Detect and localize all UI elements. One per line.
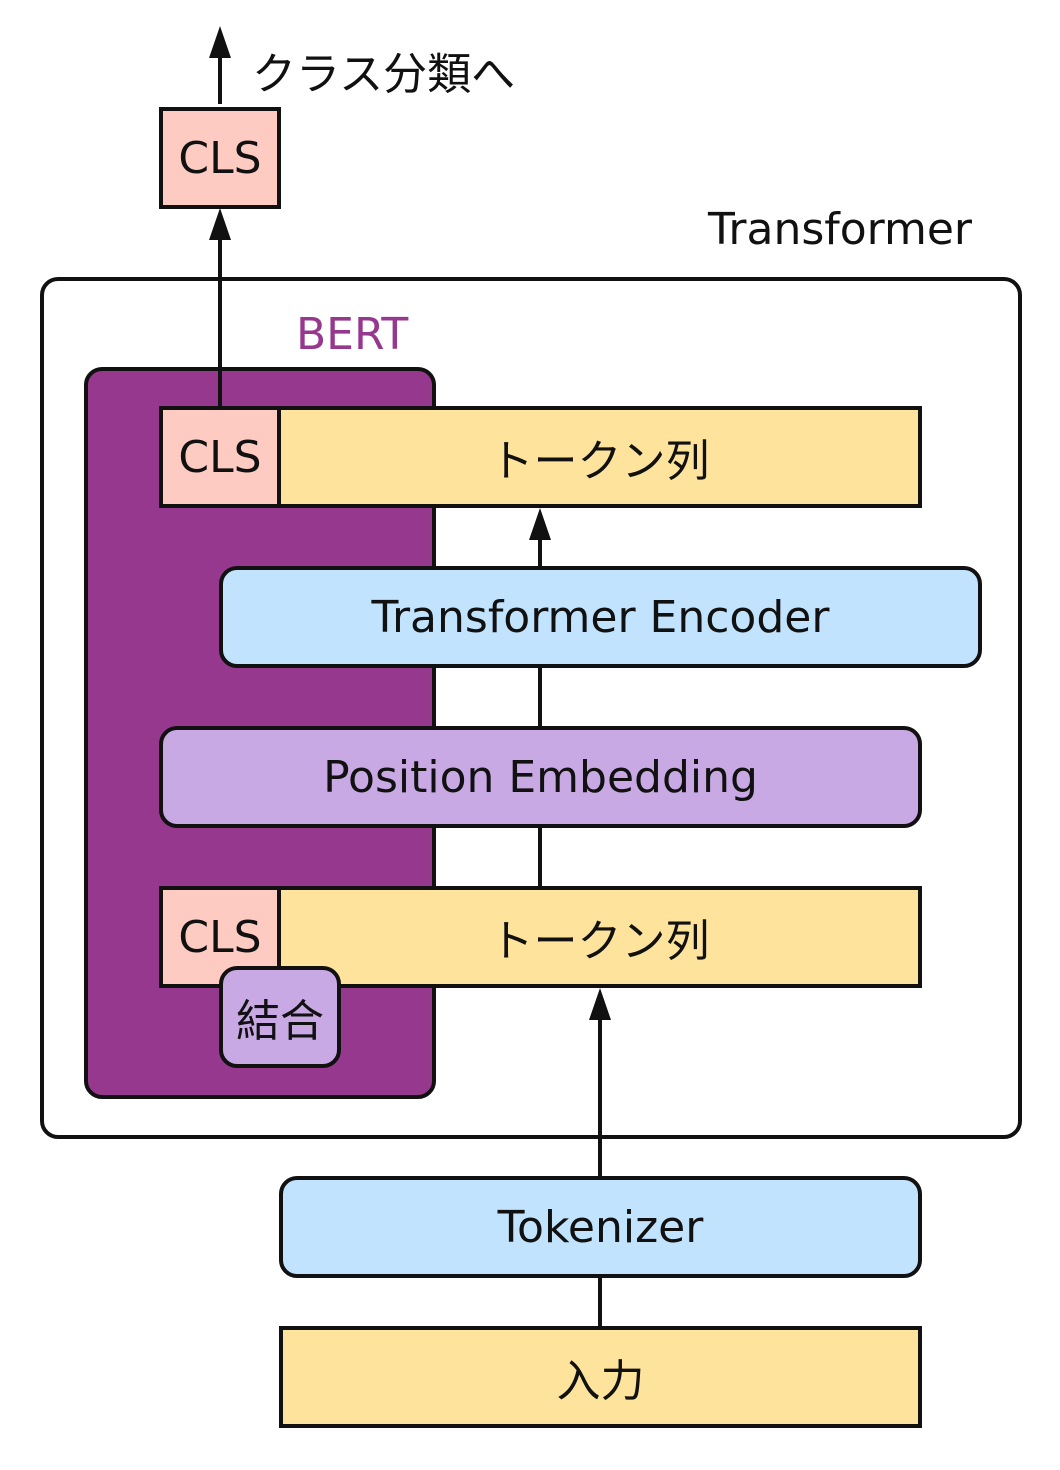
concat-badge: 結合 [219,966,341,1068]
input-token-sequence: トークン列 [277,886,922,988]
transformer-label: Transformer [708,204,973,255]
transformer-encoder-block: Transformer Encoder [219,566,982,668]
bert-label: BERT [296,309,409,360]
output-label: クラス分類へ [252,49,516,100]
arrowhead-encoder [529,508,551,540]
output-token-sequence: トークン列 [277,406,922,508]
arrowhead-class [209,26,231,58]
input-block: 入力 [279,1326,922,1428]
arrowhead-tokenizer [589,988,611,1020]
top-cls-box: CLS [159,107,281,209]
output-cls-cell: CLS [159,406,281,508]
tokenizer-block: Tokenizer [279,1176,922,1278]
arrowhead-cls-top [209,208,231,240]
position-embedding-block: Position Embedding [159,726,922,828]
